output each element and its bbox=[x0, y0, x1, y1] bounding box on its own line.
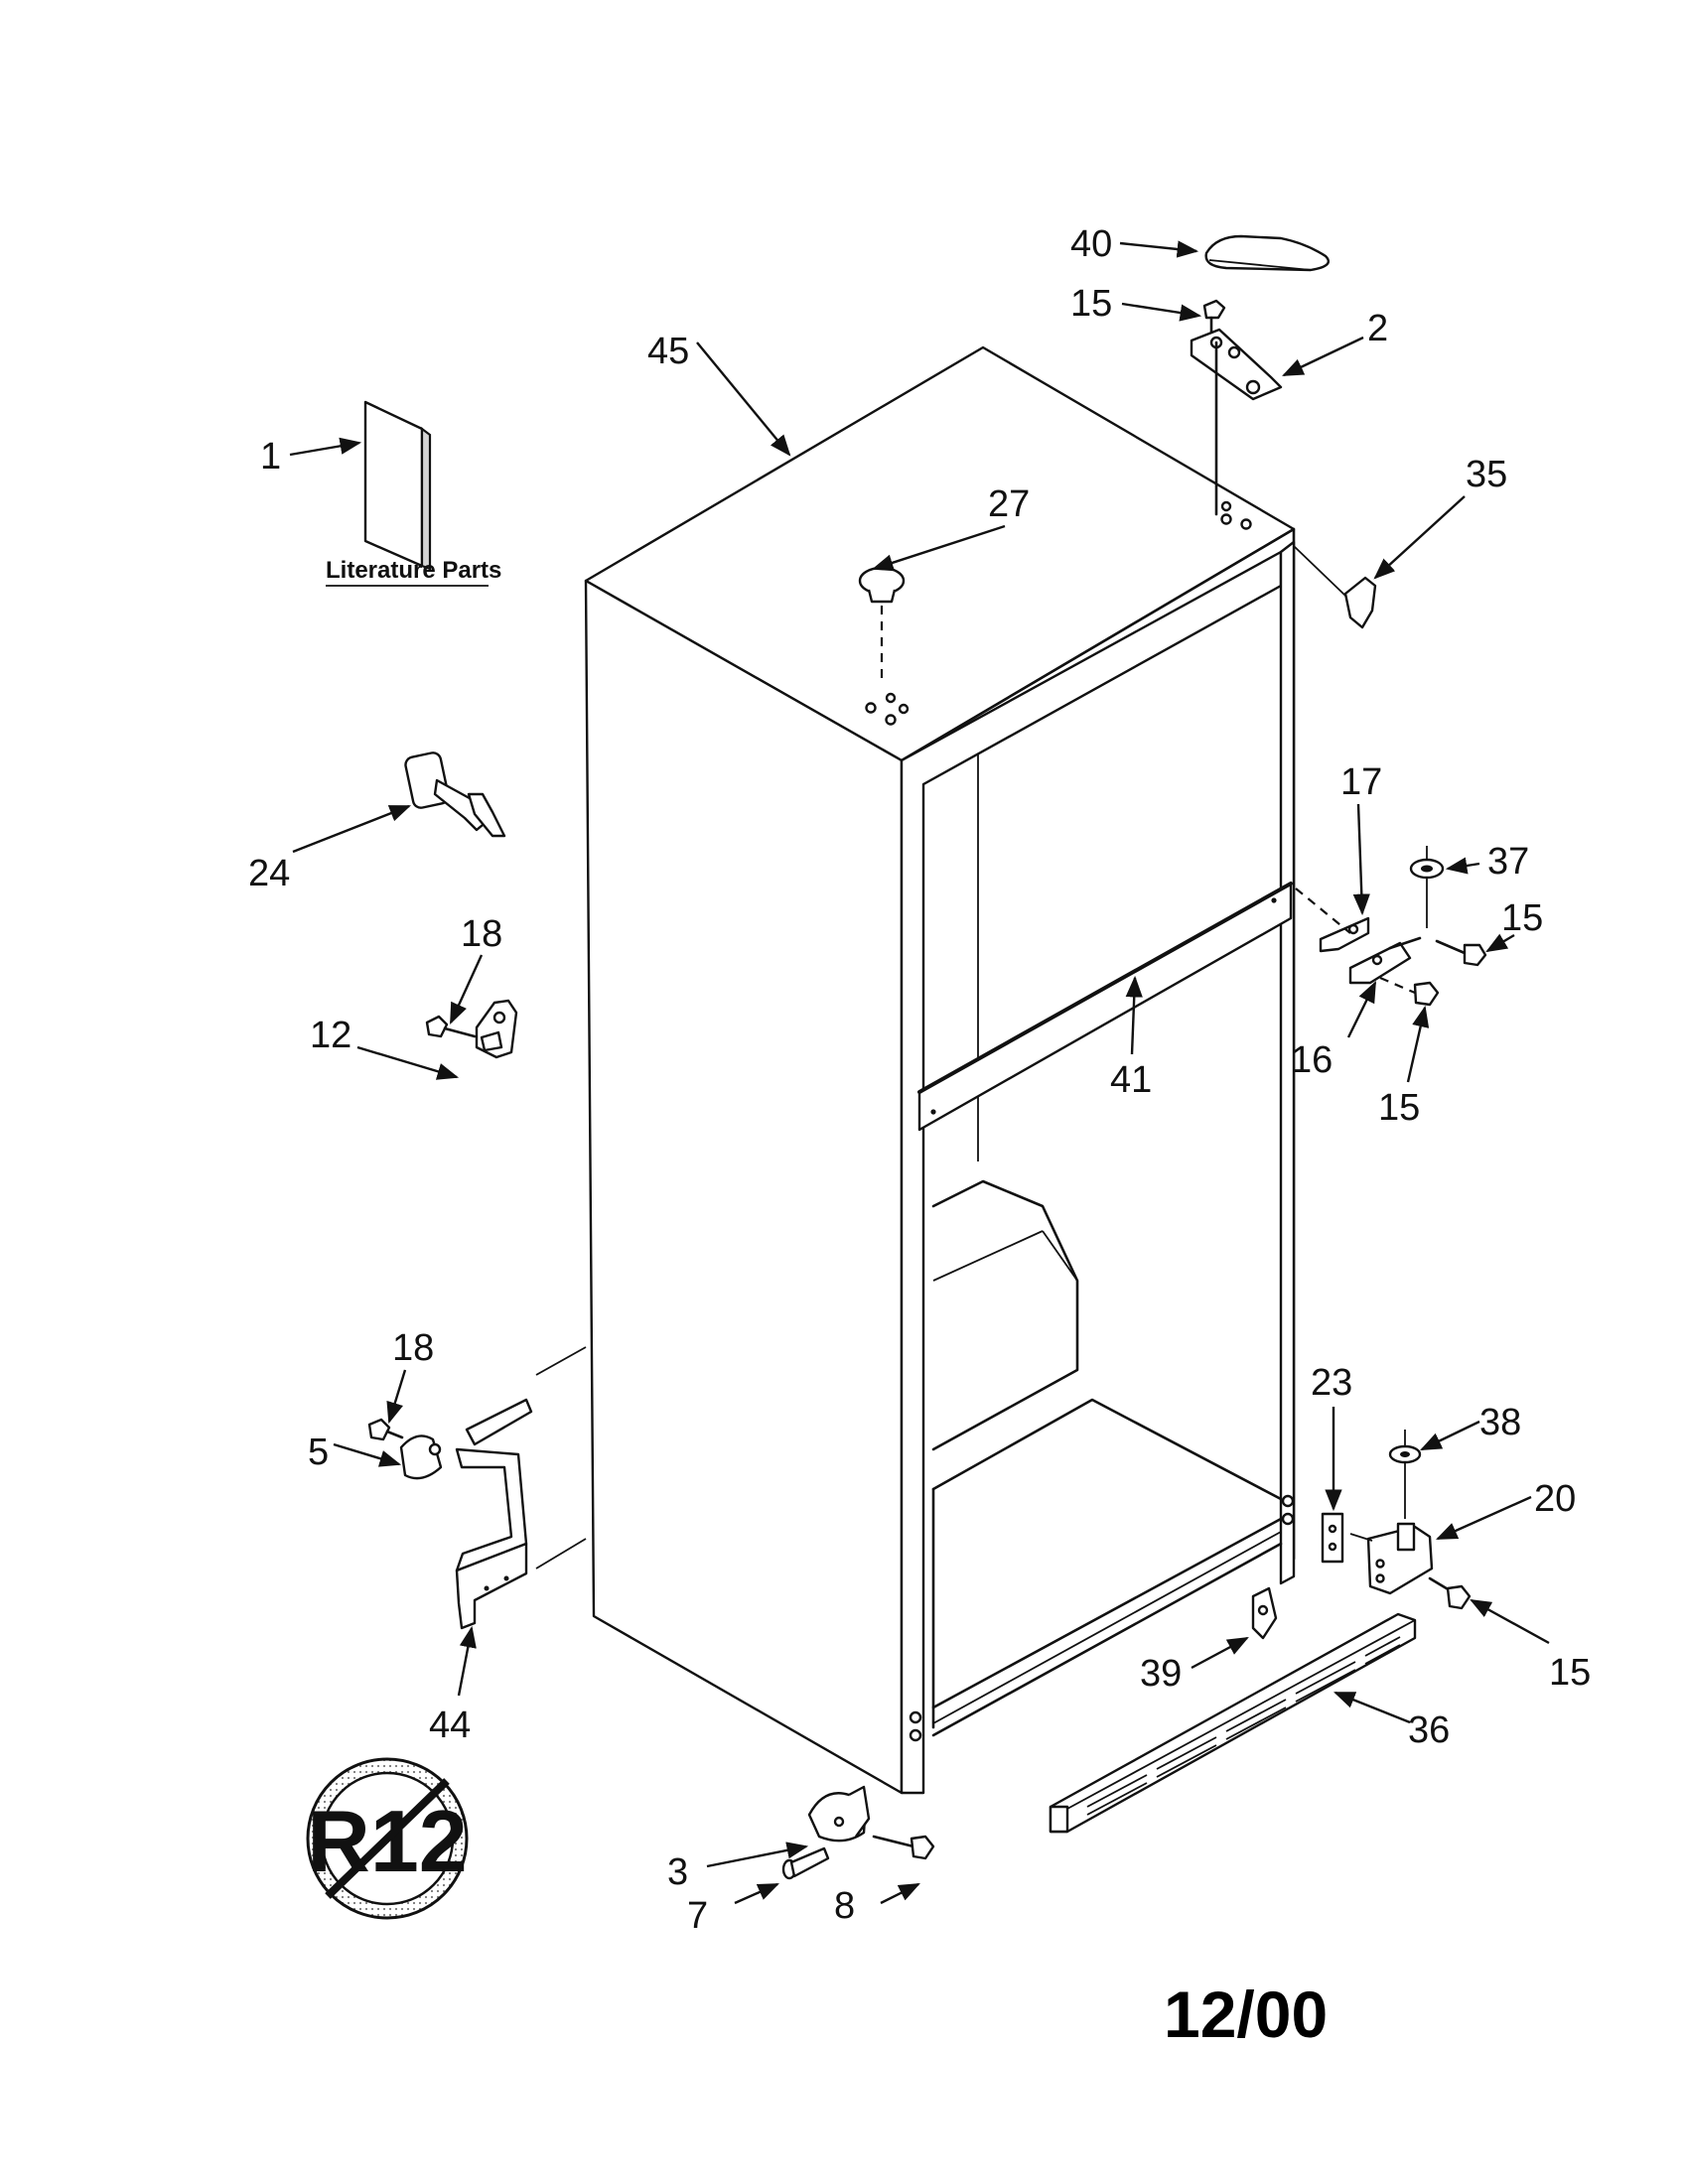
literature-parts-label: Literature Parts bbox=[326, 557, 501, 584]
side-rail-icon bbox=[455, 1398, 533, 1630]
callout-38: 38 bbox=[1479, 1402, 1521, 1443]
callout-45: 45 bbox=[647, 331, 689, 372]
callout-41: 41 bbox=[1110, 1059, 1152, 1101]
leg-screw-icon bbox=[872, 1835, 935, 1860]
door-stop-icon bbox=[404, 751, 506, 838]
callout-15: 15 bbox=[1549, 1652, 1591, 1694]
door-stop-bracket-icon bbox=[475, 999, 518, 1059]
revision-date: 12/00 bbox=[1164, 1978, 1328, 2051]
callout-8: 8 bbox=[834, 1885, 855, 1927]
callout-18: 18 bbox=[392, 1327, 434, 1369]
callout-36: 36 bbox=[1408, 1709, 1450, 1751]
callout-1: 1 bbox=[260, 436, 281, 478]
top-hinge-icon bbox=[1190, 328, 1283, 516]
cabinet bbox=[535, 345, 1296, 1795]
leader-lines bbox=[289, 240, 1550, 1905]
callout-27: 27 bbox=[988, 483, 1030, 525]
center-hinge-icon bbox=[1295, 887, 1422, 985]
callout-16: 16 bbox=[1291, 1039, 1333, 1081]
callout-15: 15 bbox=[1070, 283, 1112, 325]
callout-35: 35 bbox=[1466, 454, 1507, 495]
callout-39: 39 bbox=[1140, 1653, 1182, 1695]
callout-23: 23 bbox=[1311, 1362, 1352, 1404]
hinge-clip-bracket-icon bbox=[399, 1434, 443, 1480]
grille-clip-icon bbox=[1251, 1586, 1278, 1640]
toe-grille-icon bbox=[1049, 1612, 1417, 1834]
center-hinge-screw-lower-icon bbox=[1379, 976, 1440, 1007]
screw-lower-icon bbox=[367, 1418, 404, 1441]
lower-washer-icon bbox=[1388, 1430, 1422, 1519]
no-r12-refrigerant-icon: R12 bbox=[306, 1757, 469, 1920]
bottom-hinge-icon bbox=[1349, 1522, 1434, 1595]
callout-15: 15 bbox=[1501, 897, 1543, 939]
callout-15: 15 bbox=[1378, 1087, 1420, 1129]
center-hinge-screw-icon bbox=[1435, 939, 1487, 967]
callout-17: 17 bbox=[1340, 761, 1382, 803]
callout-5: 5 bbox=[308, 1432, 329, 1473]
callout-37: 37 bbox=[1487, 841, 1529, 883]
bottom-hinge-screw-icon bbox=[1428, 1576, 1472, 1610]
leveling-leg-icon bbox=[807, 1785, 871, 1843]
screw-upper-icon bbox=[425, 1015, 477, 1038]
washer-icon bbox=[1409, 846, 1445, 928]
callout-18: 18 bbox=[461, 913, 502, 955]
callout-labels: 45 40 15 2 1 27 35 24 17 37 15 18 12 41 … bbox=[248, 223, 1591, 1937]
callout-2: 2 bbox=[1367, 308, 1388, 349]
hinge-cover-icon bbox=[1204, 234, 1331, 272]
callout-40: 40 bbox=[1070, 223, 1112, 265]
literature-booklet-icon bbox=[363, 400, 432, 571]
callout-3: 3 bbox=[667, 1851, 688, 1893]
callout-44: 44 bbox=[429, 1705, 471, 1746]
callout-24: 24 bbox=[248, 853, 290, 894]
hinge-clip-icon bbox=[1293, 545, 1377, 629]
shim-icon bbox=[1321, 1512, 1344, 1564]
callout-7: 7 bbox=[687, 1895, 708, 1937]
leg-pin-icon bbox=[781, 1846, 830, 1880]
callout-12: 12 bbox=[310, 1015, 351, 1056]
hinge-screw-icon bbox=[1202, 299, 1226, 340]
callout-20: 20 bbox=[1534, 1478, 1576, 1520]
